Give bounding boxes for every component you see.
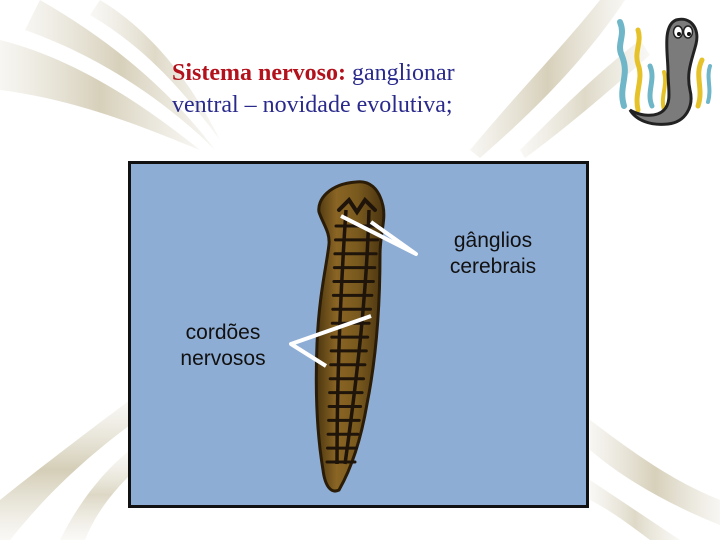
label-ganglios-line-1: gânglios — [453, 229, 533, 252]
diagram-panel: gânglios cerebrais cordões nervosos — [128, 161, 589, 508]
nerve-system — [325, 196, 381, 465]
title-line-2: ventral – novidade evolutiva; — [172, 92, 453, 118]
leader-line-ganglios — [340, 214, 418, 256]
label-cordoes-nervosos: cordões nervosos — [153, 320, 293, 372]
mascot-body — [628, 17, 699, 126]
mascot-eye-left — [672, 25, 684, 39]
cerebral-ganglia — [337, 196, 377, 216]
leader-line-cordoes — [289, 314, 372, 368]
swirl-bottom-left — [0, 400, 130, 540]
title-line-1: Sistema nervoso: ganglionar — [172, 57, 592, 89]
title-highlight: Sistema nervoso: — [172, 60, 346, 86]
label-cordoes-line-2: nervosos — [180, 347, 266, 370]
nerve-cord-right — [343, 209, 371, 465]
title-line-1-rest: ganglionar — [345, 60, 455, 86]
label-ganglios-cerebrais: gânglios cerebrais — [423, 228, 563, 280]
swirl-bottom-right — [590, 420, 720, 540]
leader-lines — [289, 214, 418, 368]
swirl-top-left — [0, 0, 220, 150]
seaweed-icon — [617, 19, 712, 113]
worm-mascot-icon — [617, 17, 712, 126]
flatworm-diagram — [289, 180, 418, 493]
swirl-top-right — [470, 0, 650, 158]
label-ganglios-line-2: cerebrais — [449, 255, 537, 278]
label-cordoes-line-1: cordões — [185, 321, 261, 344]
mascot-eye-right — [682, 25, 694, 39]
slide-title: Sistema nervoso: ganglionar ventral – no… — [172, 57, 592, 121]
